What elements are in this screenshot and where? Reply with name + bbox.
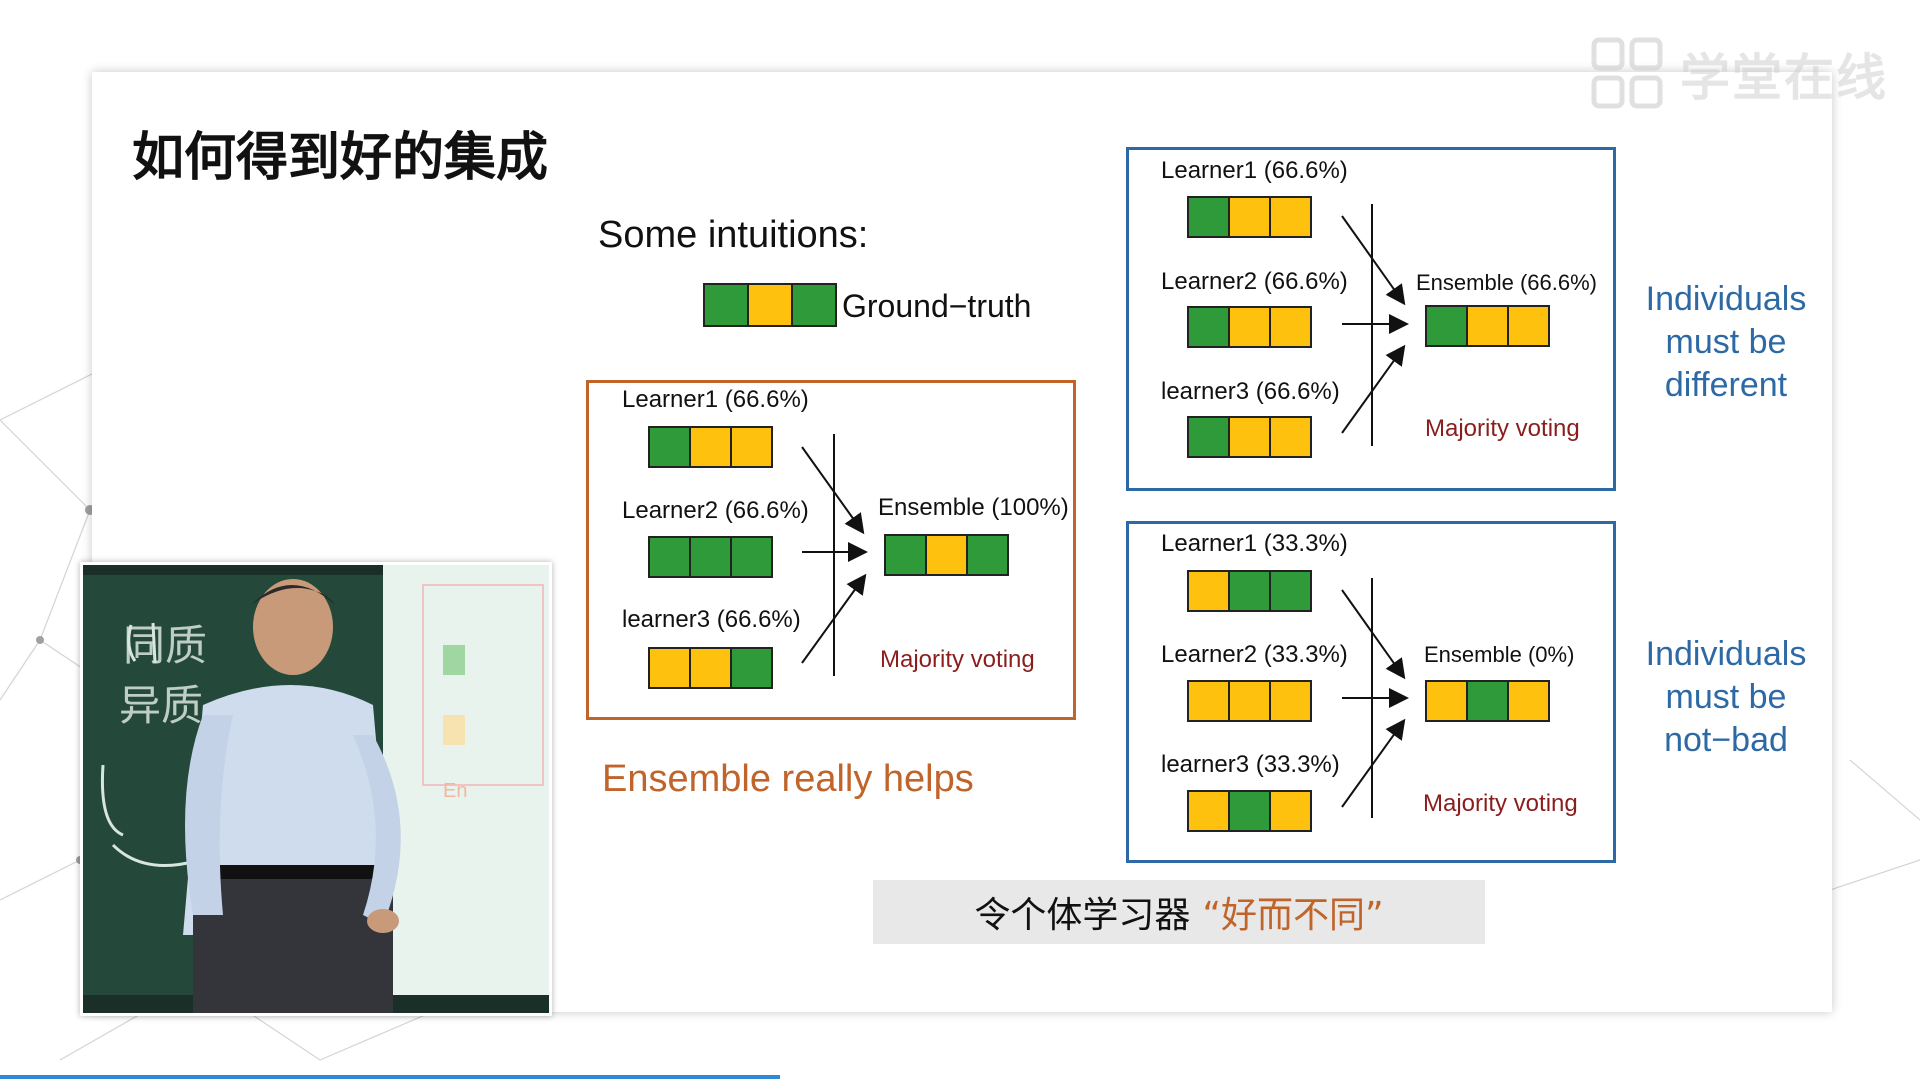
yellow-cell [1466, 305, 1509, 347]
green-cell [884, 534, 927, 576]
panel3-learner1-label: Learner1 (33.3%) [1161, 530, 1348, 557]
yellow-cell [1269, 306, 1312, 348]
summary-banner: 令个体学习器 “好而不同” [873, 880, 1485, 944]
panel2-ensemble-label: Ensemble (66.6%) [1416, 270, 1597, 295]
lecturer-video-inset[interactable]: En 同质 异质 [80, 562, 552, 1016]
panel1-majority-voting: Majority voting [880, 646, 1035, 673]
yellow-cell [730, 426, 773, 468]
panel1-ensemble-cells [884, 534, 1009, 576]
note-different-line2: must be [1665, 323, 1787, 361]
green-cell [703, 283, 749, 327]
green-cell [1466, 680, 1509, 722]
green-cell [791, 283, 837, 327]
yellow-cell [689, 426, 732, 468]
yellow-cell [1228, 196, 1271, 238]
yellow-cell [1269, 680, 1312, 722]
lecturer-scene: En 同质 异质 [83, 565, 549, 1013]
panel3-learner2-cells [1187, 680, 1312, 722]
yellow-cell [1228, 680, 1271, 722]
panel-ensemble-helps [586, 380, 1076, 720]
ground-truth-cells [703, 283, 837, 327]
panel1-learner3-label: learner3 (66.6%) [622, 606, 801, 633]
panel2-ensemble-cells [1425, 305, 1550, 347]
banner-text: 令个体学习器 [974, 895, 1191, 936]
banner-highlight: “好而不同” [1202, 895, 1384, 936]
lecturer-figure [183, 579, 401, 1013]
green-cell [730, 647, 773, 689]
panel1-learner1-cells [648, 426, 773, 468]
panel1-learner1-label: Learner1 (66.6%) [622, 386, 809, 413]
yellow-cell [1269, 416, 1312, 458]
green-cell [1228, 570, 1271, 612]
green-cell [648, 536, 691, 578]
panel3-ensemble-label: Ensemble (0%) [1424, 642, 1575, 667]
board-text-1: 同质 [123, 621, 207, 670]
panel1-learner3-cells [648, 647, 773, 689]
yellow-cell [747, 283, 793, 327]
panel3-ensemble-cells [1425, 680, 1550, 722]
board-text-2: 异质 [119, 681, 203, 730]
green-cell [1187, 196, 1230, 238]
yellow-cell [1269, 196, 1312, 238]
intuitions-label: Some intuitions: [598, 214, 869, 256]
panel3-learner1-cells [1187, 570, 1312, 612]
panel1-ensemble-label: Ensemble (100%) [878, 494, 1069, 521]
panel1-learner2-cells [648, 536, 773, 578]
yellow-cell [1228, 306, 1271, 348]
slide-title: 如何得到好的集成 [132, 128, 549, 188]
panel3-learner3-label: learner3 (33.3%) [1161, 751, 1340, 778]
screen-text: En [443, 780, 467, 802]
yellow-cell [1228, 416, 1271, 458]
panel2-learner1-label: Learner1 (66.6%) [1161, 157, 1348, 184]
panel2-majority-voting: Majority voting [1425, 415, 1580, 442]
ensemble-helps-caption: Ensemble really helps [602, 758, 974, 800]
yellow-cell [648, 647, 691, 689]
panel2-learner3-label: learner3 (66.6%) [1161, 378, 1340, 405]
panel2-learner3-cells [1187, 416, 1312, 458]
progress-line [0, 1075, 780, 1079]
green-cell [648, 426, 691, 468]
yellow-cell [925, 534, 968, 576]
yellow-cell [1425, 680, 1468, 722]
panel2-learner1-cells [1187, 196, 1312, 238]
ground-truth-label: Ground−truth [842, 288, 1032, 324]
panel-must-be-different [1126, 147, 1616, 491]
green-cell [966, 534, 1009, 576]
note-must-be-different: Individuals must be different [1626, 278, 1826, 407]
green-cell [730, 536, 773, 578]
yellow-cell [1187, 570, 1230, 612]
note-notbad-line3: not−bad [1664, 721, 1788, 759]
yellow-cell [1507, 305, 1550, 347]
yellow-cell [1187, 790, 1230, 832]
yellow-cell [689, 647, 732, 689]
watermark-text: 学堂在线 [1680, 49, 1888, 107]
panel3-learner2-label: Learner2 (33.3%) [1161, 641, 1348, 668]
panel1-learner2-label: Learner2 (66.6%) [622, 497, 809, 524]
green-cell [1425, 305, 1468, 347]
panel-must-be-not-bad [1126, 521, 1616, 863]
xuetang-watermark: 学堂在线 [1588, 34, 1888, 114]
green-cell [1187, 306, 1230, 348]
yellow-cell [1269, 790, 1312, 832]
panel3-majority-voting: Majority voting [1423, 790, 1578, 817]
green-cell [1269, 570, 1312, 612]
note-different-line1: Individuals [1645, 280, 1807, 318]
panel2-learner2-cells [1187, 306, 1312, 348]
xuetang-logo-icon [1591, 37, 1663, 109]
green-cell [1228, 790, 1271, 832]
green-cell [1187, 416, 1230, 458]
note-must-be-not-bad: Individuals must be not−bad [1626, 633, 1826, 762]
note-notbad-line1: Individuals [1645, 635, 1807, 673]
yellow-cell [1187, 680, 1230, 722]
green-cell [689, 536, 732, 578]
note-different-line3: different [1664, 366, 1788, 404]
note-notbad-line2: must be [1665, 678, 1787, 716]
yellow-cell [1507, 680, 1550, 722]
panel3-learner3-cells [1187, 790, 1312, 832]
video-frame: En 同质 异质 [83, 565, 549, 1013]
panel2-learner2-label: Learner2 (66.6%) [1161, 268, 1348, 295]
